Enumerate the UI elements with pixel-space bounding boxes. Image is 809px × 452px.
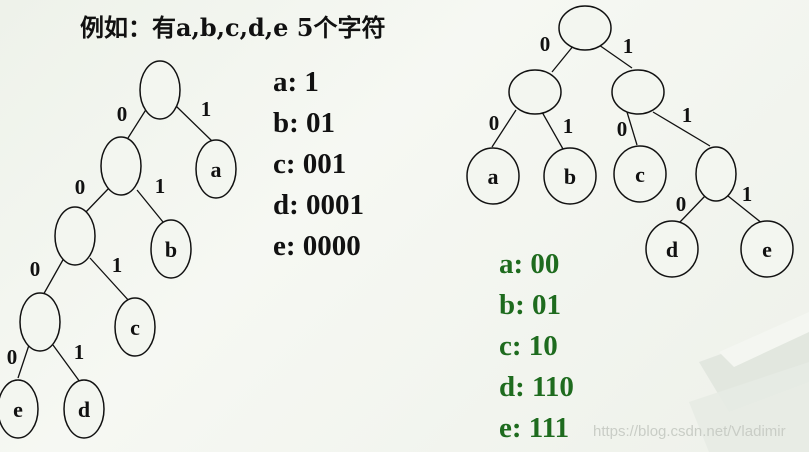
left-edge-label: 0: [75, 175, 86, 199]
right-edge-label: 0: [676, 192, 687, 216]
right-leaf-label: a: [488, 164, 499, 189]
left-edge-label: 1: [74, 340, 85, 364]
code-entry: a: 00: [499, 244, 574, 285]
right-leaf-label: b: [564, 164, 576, 189]
code-entry: d: 110: [499, 367, 574, 408]
watermark: https://blog.csdn.net/Vladimir: [593, 423, 786, 440]
left-edge-label: 0: [30, 257, 41, 281]
right-edge-l1b-0: [627, 112, 637, 145]
right-edge-label: 1: [682, 103, 693, 127]
code-entry: c: 001: [273, 144, 364, 185]
left-leaf-label: b: [165, 237, 177, 262]
left-edge-label: 1: [155, 174, 166, 198]
left-edge-label: 0: [117, 102, 128, 126]
left-edge-l3-0: [18, 345, 29, 378]
code-entry: b: 01: [499, 285, 574, 326]
left-node-root: [140, 61, 180, 119]
right-code-list: a: 00 b: 01 c: 10 d: 110 e: 111: [499, 244, 574, 449]
right-edge-label: 0: [540, 32, 551, 56]
code-entry: a: 1: [273, 62, 364, 103]
left-edge-label: 1: [112, 253, 123, 277]
right-edge-label: 0: [489, 111, 500, 135]
right-edge-label: 0: [617, 117, 628, 141]
left-edge-root-0: [128, 108, 147, 138]
left-node-l1: [101, 137, 141, 195]
left-leaf-label: d: [78, 397, 90, 422]
left-leaf-label: c: [130, 315, 140, 340]
right-edge-label: 1: [742, 182, 753, 206]
code-entry: e: 111: [499, 408, 574, 449]
right-edge-root-0: [552, 45, 574, 72]
left-edge-label: 0: [7, 345, 18, 369]
right-leaf-label: d: [666, 237, 678, 262]
left-node-l3: [20, 293, 60, 351]
left-code-list: a: 1 b: 01 c: 001 d: 0001 e: 0000: [273, 62, 364, 267]
code-entry: b: 01: [273, 103, 364, 144]
right-edge-l1a-1: [542, 112, 563, 149]
right-leaf-label: c: [635, 162, 645, 187]
code-entry: e: 0000: [273, 226, 364, 267]
left-node-l2: [55, 207, 95, 265]
code-entry: c: 10: [499, 326, 574, 367]
left-edge-l2-0: [42, 258, 64, 297]
code-entry: d: 0001: [273, 185, 364, 226]
left-edge-l2-1: [90, 258, 130, 302]
left-edge-l1-0: [84, 188, 109, 214]
right-node-l1a: [509, 70, 561, 114]
left-leaf-label: e: [13, 397, 23, 422]
right-edge-label: 1: [563, 114, 574, 138]
right-node-root: [559, 6, 611, 50]
right-node-l1b: [612, 70, 664, 114]
left-edge-label: 1: [201, 97, 212, 121]
left-leaf-label: a: [211, 157, 222, 182]
right-leaf-label: e: [762, 237, 772, 262]
right-edge-label: 1: [623, 34, 634, 58]
right-node-l2: [696, 147, 736, 201]
